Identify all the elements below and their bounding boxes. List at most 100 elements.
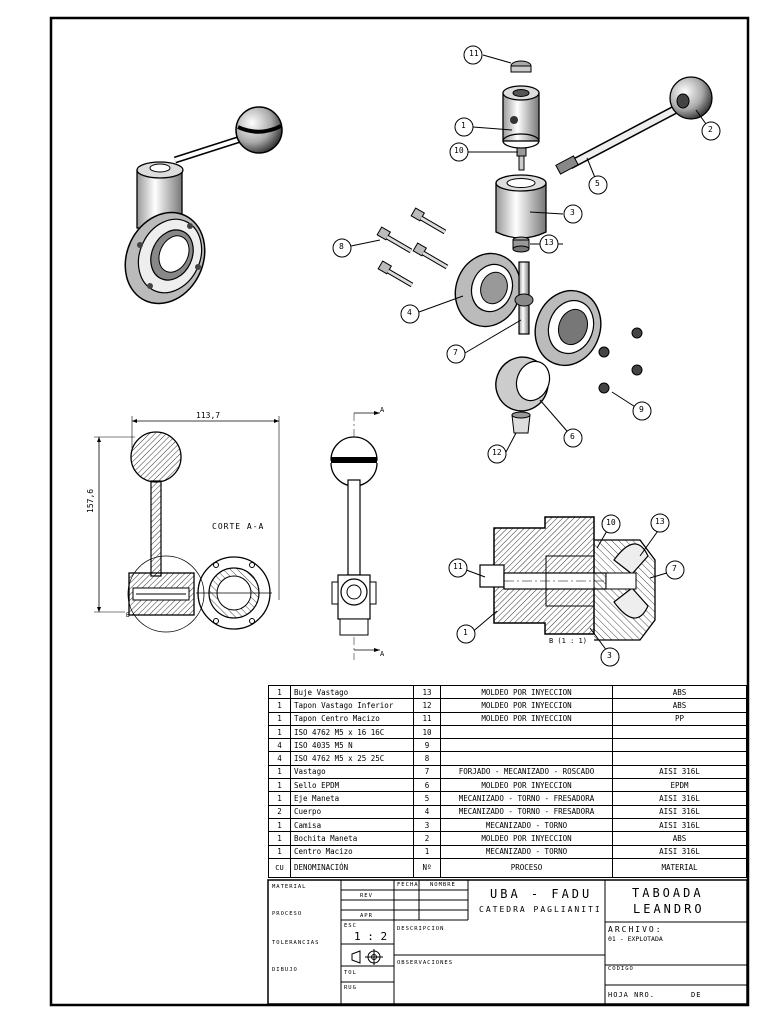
detail-callout-1: 1 [463,628,468,637]
tb-tolerancias: TOLERANCIAS [272,940,320,946]
dimension-width: 113,7 [196,411,221,420]
bom-material: PP [612,711,747,726]
detail-callouts [448,513,685,667]
bom-num: 10 [413,724,441,740]
tb-file: 01 - EXPLOTADA [608,935,663,943]
callout-2: 2 [708,125,713,134]
callout-6: 6 [570,432,575,441]
bom-header-name: DENOMINACIÓN [290,857,414,878]
bom-material: EPDM [612,778,747,793]
tb-esc: ESC [344,923,357,929]
callout-12: 12 [492,448,502,457]
title-block-grid [267,879,748,1005]
callout-10: 10 [454,146,464,155]
bom-qty: 1 [268,711,291,726]
bom-num: 6 [413,778,441,793]
bom-num: 8 [413,751,441,766]
exploded-view [376,60,713,434]
bom-process: MOLDEO POR INYECCION [440,698,613,713]
tb-rug: RUG [344,985,357,991]
side-view [330,411,380,660]
bom-num: 9 [413,738,441,753]
tb-author-first: TABOADA [632,886,704,900]
cut-label-a-top: A [380,406,385,414]
bom-name: Buje Vastago [290,684,414,700]
bom-qty: 1 [268,684,291,700]
tb-apr: APR [360,913,373,919]
bom-name: Bochita Maneta [290,831,414,846]
detail-b-view [479,516,656,641]
bom-material: AISI 316L [612,804,747,819]
bom-name: ISO 4035 M5 N [290,738,414,753]
bom-num: 7 [413,764,441,780]
sheet-border [49,16,750,1007]
bom-process: MECANIZADO - TORNO [440,817,613,833]
detail-callout-10: 10 [606,518,616,527]
bom-material: AISI 316L [612,791,747,806]
bom-qty: 4 [268,738,291,753]
cut-label-b: B [126,612,130,619]
bom-process [440,738,613,753]
tb-proceso: PROCESO [272,911,303,917]
bom-qty: 1 [268,831,291,846]
callout-7: 7 [453,348,458,357]
section-view [94,416,280,633]
tb-codigo: CODIGO [608,966,634,972]
bom-qty: 4 [268,751,291,766]
tb-descripcion: DESCRIPCION [397,926,445,932]
tb-dibujo: DIBUJO [272,967,298,973]
bom-process: MOLDEO POR INYECCION [440,711,613,726]
tb-chair: CATEDRA PAGLIANITI [479,905,602,914]
bom-name: Tapon Centro Macizo [290,711,414,726]
assembled-valve-view [124,106,283,305]
bom-qty: 2 [268,804,291,819]
bom-process: MOLDEO POR INYECCION [440,684,613,700]
bom-header-qty: CU [268,857,291,878]
tb-author-last: LEANDRO [633,902,705,916]
bom-header-row: CU DENOMINACIÓN Nº PROCESO MATERIAL [268,857,747,878]
bom-material: AISI 316L [612,764,747,780]
detail-callout-11: 11 [453,562,463,571]
bom-qty: 1 [268,724,291,740]
bom-material: ABS [612,698,747,713]
bom-name: Centro Macizo [290,844,414,859]
bom-header-num: Nº [413,857,441,878]
callout-13: 13 [544,238,554,247]
bom-num: 1 [413,844,441,859]
bom-name: Camisa [290,817,414,833]
bom-num: 11 [413,711,441,726]
dimension-height: 157,6 [86,488,95,513]
tb-nombre: NOMBRE [430,882,456,888]
bom-qty: 1 [268,764,291,780]
tb-scale: 1 : 2 [354,930,388,943]
bom-process: MOLDEO POR INYECCION [440,831,613,846]
bom-name: Sello EPDM [290,778,414,793]
bom-name: ISO 4762 M5 x 16 16C [290,724,414,740]
bom-material [612,751,747,766]
tb-tol: TOL [344,970,357,976]
detail-callout-7: 7 [672,564,677,573]
callout-9: 9 [639,405,644,414]
bom-qty: 1 [268,844,291,859]
bom-header-process: PROCESO [440,857,613,878]
bom-num: 2 [413,831,441,846]
cut-label-a-bottom: A [380,650,385,658]
bom-process [440,724,613,740]
tb-de: DE [691,991,702,999]
bom-process: MECANIZADO - TORNO [440,844,613,859]
bom-qty: 1 [268,817,291,833]
bom-material [612,738,747,753]
bom-material: ABS [612,684,747,700]
bom-qty: 1 [268,698,291,713]
bom-process: MOLDEO POR INYECCION [440,778,613,793]
tb-observaciones: OBSERVACIONES [397,960,454,966]
bom-qty: 1 [268,778,291,793]
